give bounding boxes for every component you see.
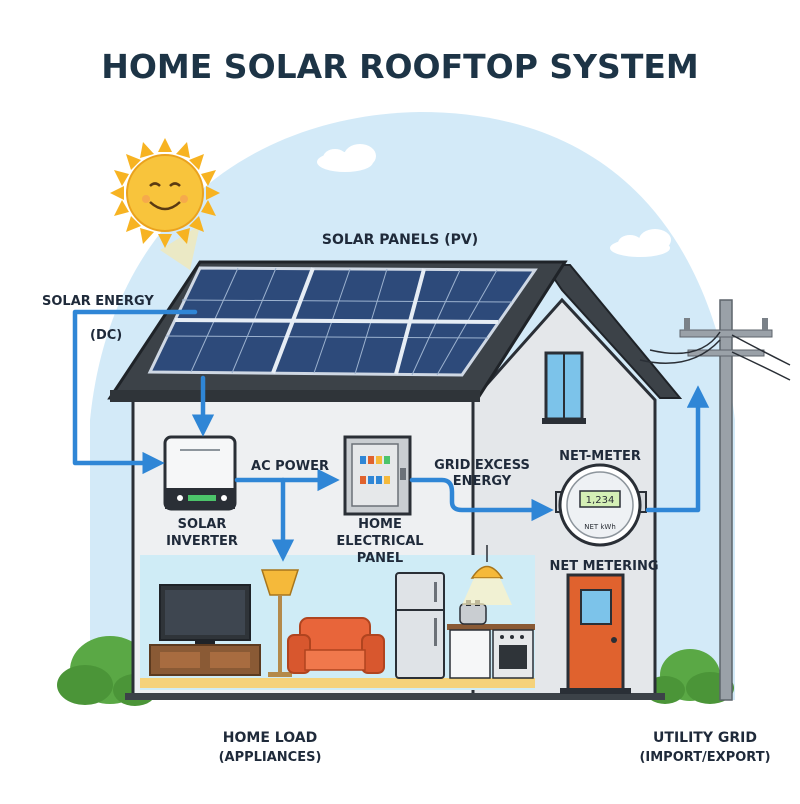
arrow-solar-energy-dc <box>72 309 198 475</box>
pendant-lamp-icon <box>462 545 512 605</box>
kitchen-counter <box>447 624 535 679</box>
label-solar-panels: SOLAR PANELS (PV) <box>322 232 478 248</box>
cloud-icon <box>610 229 671 257</box>
window-icon <box>542 351 586 424</box>
sofa-icon <box>287 617 385 674</box>
label-solar-inverter-1: SOLAR <box>178 517 227 532</box>
cloud-icon <box>317 144 376 172</box>
label-appliances: (APPLIANCES) <box>219 750 322 765</box>
label-utility-grid: UTILITY GRID <box>653 730 757 746</box>
label-home-panel-1: HOME <box>358 517 402 532</box>
door-icon <box>560 573 631 694</box>
inverter-icon <box>163 435 237 511</box>
label-import-export: (IMPORT/EXPORT) <box>639 750 770 765</box>
net-meter-icon: 1,234 NET kWh <box>555 463 647 547</box>
label-home-panel-2: ELECTRICAL <box>336 534 423 549</box>
utility-pole-icon <box>639 299 791 701</box>
label-ac-power: AC POWER <box>251 459 329 474</box>
electrical-panel-icon <box>343 435 412 516</box>
label-grid-excess-1: GRID EXCESS <box>434 458 530 473</box>
oven-icon <box>492 629 534 679</box>
sun-icon <box>110 138 220 270</box>
label-home-panel-3: PANEL <box>357 551 403 566</box>
meter-reading: 1,234 <box>586 495 615 506</box>
solar-panel-array <box>147 266 538 377</box>
arrow-grid-excess <box>409 477 554 522</box>
flow-arrows <box>72 309 710 562</box>
lamp-icon <box>260 569 300 677</box>
meter-unit: NET kWh <box>584 523 616 531</box>
labels: SOLAR PANELS (PV) SOLAR ENERGY (DC) AC P… <box>42 232 771 765</box>
label-solar-inverter-2: INVERTER <box>166 534 238 549</box>
arrow-to-utility-grid <box>645 385 710 513</box>
label-net-meter: NET-METER <box>559 449 641 464</box>
label-net-metering: NET METERING <box>549 559 658 574</box>
tv-icon <box>149 584 261 676</box>
label-home-load: HOME LOAD <box>223 730 317 746</box>
fridge-icon <box>395 572 445 679</box>
label-solar-energy: SOLAR ENERGY <box>42 294 154 309</box>
page-title: HOME SOLAR ROOFTOP SYSTEM <box>101 47 698 86</box>
label-dc: (DC) <box>90 328 122 343</box>
label-grid-excess-2: ENERGY <box>453 474 512 489</box>
